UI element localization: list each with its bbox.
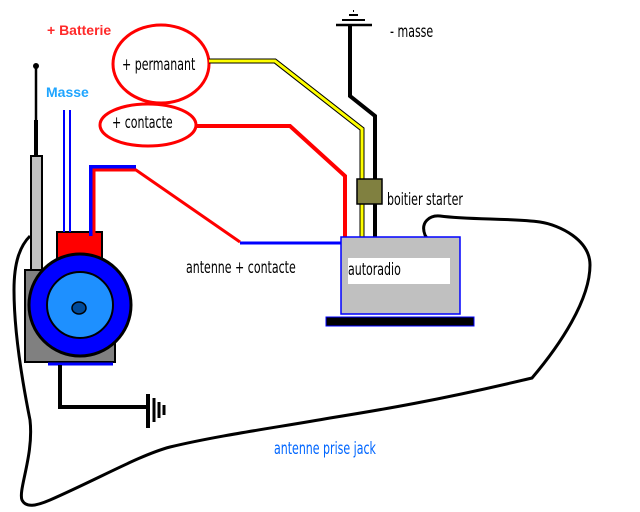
batterie-label: + Batterie: [47, 22, 112, 38]
autoradio-base: [325, 316, 475, 327]
boitier-starter-label: boitier starter: [387, 190, 463, 210]
contacte-label: + contacte: [112, 113, 173, 133]
masse-top-wire: [348, 26, 377, 240]
motor-hub: [71, 301, 87, 315]
permanant-label: + permanant: [122, 55, 196, 75]
permanant-ellipse: [111, 23, 211, 105]
contacte-wire: [196, 124, 347, 240]
motor-ground-wire: [58, 365, 150, 409]
autoradio-display: [348, 258, 450, 284]
permanant-wire-outline: [209, 58, 365, 290]
antenna-mast-ball: [33, 63, 39, 69]
masse-left-label: Masse: [46, 84, 89, 100]
masse-right-label: - masse: [390, 22, 434, 42]
antenne-prise-jack-label: antenne prise jack: [274, 439, 376, 459]
starter-box: [356, 178, 383, 205]
autoradio-label: autoradio: [348, 260, 401, 280]
antenne-contacte-label: antenne + contacte: [186, 258, 296, 278]
antenna-jack-cable: [12, 214, 592, 507]
permanant-wire: [209, 59, 364, 290]
ground-top-icon: [336, 10, 372, 27]
ground-left-icon: [146, 394, 166, 428]
antenna-power-wire-red: [92, 168, 241, 244]
antenna-signal-wire-blue: [89, 165, 136, 236]
